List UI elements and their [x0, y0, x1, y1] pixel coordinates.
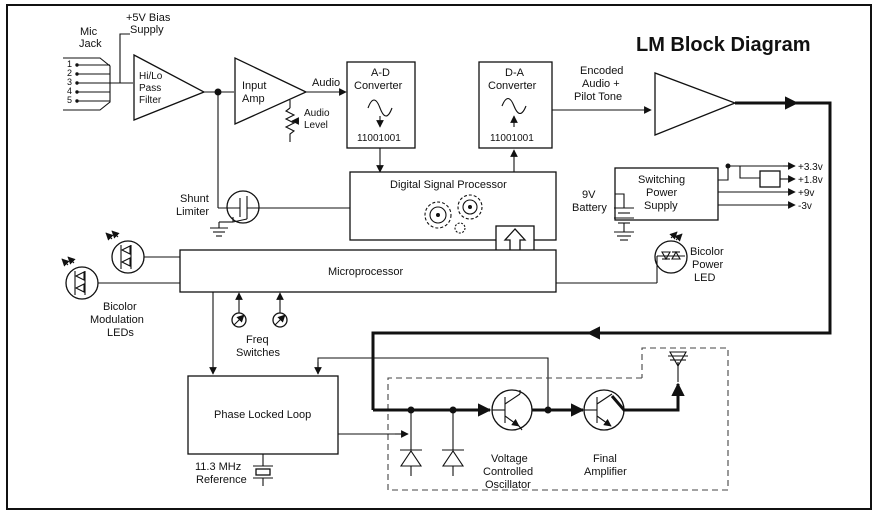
output-9v-label: +9v [798, 188, 814, 199]
antenna-icon [668, 351, 688, 382]
shunt-limiter: Shunt Limiter [176, 190, 350, 237]
final-amp-transistor [583, 389, 625, 431]
power-led-label-line3: LED [694, 272, 715, 284]
gear-icon [454, 222, 466, 234]
da-converter: D-A Converter 11001001 [478, 61, 553, 149]
vco-label-line2: Controlled [483, 466, 533, 478]
varactor-diodes [399, 410, 465, 476]
shunt-label-line1: Shunt [180, 193, 209, 205]
mic-jack-label-line2: Jack [79, 38, 102, 50]
audio-level-label-line1: Audio [304, 108, 330, 119]
ref-label-line2: Reference [196, 474, 247, 486]
reference-crystal: 11.3 MHz Reference [195, 454, 273, 486]
da-bits-label: 11001001 [490, 133, 534, 144]
vco-label-line3: Oscillator [485, 479, 531, 491]
da-converter-label-line1: D-A [505, 67, 525, 79]
mic-jack-label-line1: Mic [80, 26, 98, 38]
rf-module-outline [387, 347, 729, 491]
battery-label-line2: Battery [572, 202, 607, 214]
hi-lo-pass-filter: Hi/Lo Pass Filter [133, 53, 206, 121]
pin-2-label: 2 [67, 68, 72, 78]
vco-label-line1: Voltage [491, 453, 528, 465]
bicolor-power-led: Bicolor Power LED [654, 231, 724, 284]
switching-power-supply: Switching Power Supply [614, 167, 719, 221]
pin-3-label: 3 [67, 77, 72, 87]
phase-locked-loop [187, 375, 339, 455]
switching-label-line3: Supply [644, 200, 678, 212]
mod-leds-label-line3: LEDs [107, 327, 134, 339]
junction-dot [725, 163, 731, 169]
output-3v3-label: +3.3v [798, 162, 823, 173]
ad-bits-label: 11001001 [357, 133, 401, 144]
sine-wave-icon [367, 99, 393, 117]
output-buffer-amp [654, 72, 737, 136]
freq-switches-label-line1: Freq [246, 334, 269, 346]
pin-1-label: 1 [67, 59, 72, 69]
pll-label: Phase Locked Loop [214, 409, 311, 421]
gear-icon [457, 194, 483, 220]
encoded-label-line2: Audio + [582, 78, 620, 90]
ad-converter-label-line1: A-D [371, 67, 390, 79]
encoded-label-line1: Encoded [580, 65, 623, 77]
final-amp-label-line1: Final [593, 453, 617, 465]
shunt-label-line2: Limiter [176, 206, 209, 218]
switching-label-line1: Switching [638, 174, 685, 186]
bias-supply-label-line1: +5V Bias [126, 12, 171, 24]
voltage-regulator [759, 170, 781, 188]
output-minus3v-label: -3v [798, 201, 812, 212]
gear-icon [424, 201, 452, 229]
output-1v8-label: +1.8v [798, 175, 823, 186]
junction-dot [544, 406, 552, 414]
freq-switches: Freq Switches [231, 292, 288, 359]
mic-jack: Mic Jack 1 2 3 4 5 +5V Bias Supply [63, 12, 171, 111]
freq-switches-label-line2: Switches [236, 347, 281, 359]
diagram-frame [6, 4, 872, 510]
audio-level-label-line2: Level [304, 120, 328, 131]
bias-supply-label-line2: Supply [130, 24, 164, 36]
diagram-title: LM Block Diagram [636, 34, 810, 56]
audio-signal-label: Audio [312, 77, 340, 89]
pin-5-label: 5 [67, 95, 72, 105]
pin-dot [75, 99, 79, 103]
switching-label-line2: Power [646, 187, 678, 199]
mod-leds-label-line1: Bicolor [103, 301, 137, 313]
pin-4-label: 4 [67, 86, 72, 96]
final-amp-label-line2: Amplifier [584, 466, 627, 478]
audio-level-pot: Audio Level [284, 100, 330, 142]
input-amp: Input Amp [234, 56, 308, 126]
pin-dot [75, 63, 79, 67]
ref-label-line1: 11.3 MHz [195, 461, 241, 473]
ad-converter: A-D Converter 11001001 [346, 61, 416, 149]
vco-transistor [491, 389, 533, 431]
microprocessor-label: Microprocessor [328, 266, 404, 278]
pin-dot [75, 81, 79, 85]
filter-label-line3: Filter [139, 95, 162, 106]
filter-label-line1: Hi/Lo [139, 71, 163, 82]
pin-dot [75, 90, 79, 94]
filter-label-line2: Pass [139, 83, 161, 94]
encoded-label-line3: Pilot Tone [574, 91, 622, 103]
pin-dot [75, 72, 79, 76]
battery-label-line1: 9V [582, 189, 596, 201]
bicolor-modulation-leds: Bicolor Modulation LEDs [61, 230, 180, 339]
input-amp-label-line2: Amp [242, 93, 265, 105]
power-led-label-line1: Bicolor [690, 246, 724, 258]
power-led-label-line2: Power [692, 259, 724, 271]
microprocessor [179, 249, 557, 293]
mod-leds-label-line2: Modulation [90, 314, 144, 326]
dsp-label: Digital Signal Processor [390, 179, 507, 191]
ad-converter-label-line2: Converter [354, 80, 403, 92]
input-amp-label-line1: Input [242, 80, 266, 92]
battery-9v: 9V Battery [572, 189, 634, 241]
da-converter-label-line2: Converter [488, 80, 537, 92]
sine-wave-icon [501, 97, 527, 115]
